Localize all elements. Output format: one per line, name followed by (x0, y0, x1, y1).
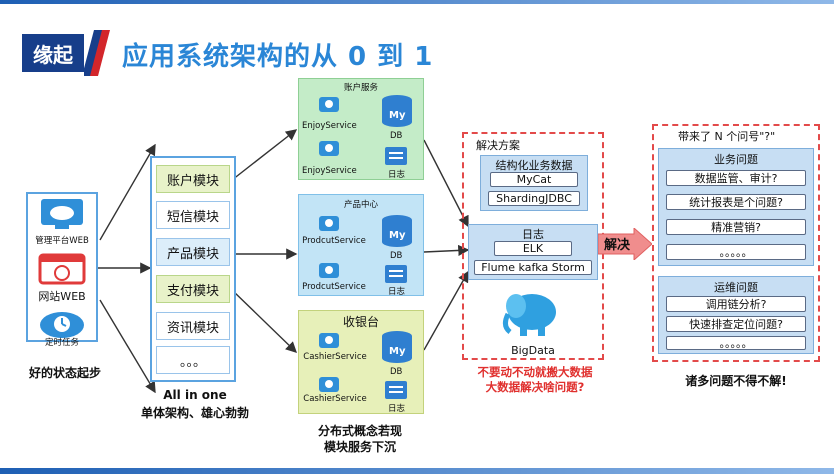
client-item-web: 网站WEB (38, 290, 86, 303)
cashier-svc-2: CashierService (303, 394, 367, 404)
client-caption: 好的状态起步 (28, 366, 101, 380)
ops-item-troubleshoot: 快速排查定位问题? (666, 316, 806, 332)
service-cube-icon (319, 263, 339, 278)
account-log-label: 日志 (388, 170, 406, 180)
service-cube-icon (319, 216, 339, 231)
module-more: 。。。 (156, 346, 230, 374)
flume-kafka-storm-pill: Flume kafka Storm (474, 260, 592, 275)
account-svc-2: EnjoyService (302, 166, 357, 176)
module-sms: 短信模块 (156, 201, 230, 229)
problems-caption: 诸多问题不得不解! (685, 374, 787, 388)
product-db-label: DB (390, 251, 403, 261)
svg-text:My: My (389, 230, 406, 241)
service-cube-icon (319, 141, 339, 156)
monolith-box (150, 156, 236, 382)
database-icon: My (382, 331, 412, 363)
solve-arrow-label: 解决 (604, 238, 631, 253)
solution-caption-2: 大数据解决啥问题? (485, 380, 585, 394)
product-service-title: 产品中心 (343, 200, 378, 210)
module-news: 资讯模块 (156, 312, 230, 340)
module-payment: 支付模块 (156, 275, 230, 303)
shardingjdbc-pill: ShardingJDBC (488, 191, 580, 206)
bottom-accent-line (0, 468, 834, 474)
log-document-icon (385, 265, 407, 283)
problems-panel (652, 124, 820, 362)
section-badge: 缘起 (22, 34, 84, 72)
product-log-label: 日志 (388, 287, 406, 297)
monolith-caption-cn: 单体架构、雄心勃勃 (140, 406, 249, 420)
log-solution-title: 日志 (522, 228, 544, 241)
product-svc-2: ProdcutService (302, 282, 366, 292)
client-item-admin: 管理平台WEB (35, 236, 89, 246)
account-svc-1: EnjoyService (302, 121, 357, 131)
business-item-report: 统计报表是个问题? (666, 194, 806, 210)
database-icon: My (382, 95, 412, 127)
product-svc-1: ProdcutService (302, 236, 366, 246)
log-document-icon (385, 381, 407, 399)
web-browser-icon (38, 253, 86, 285)
cashier-service-title: 收银台 (342, 315, 379, 329)
account-db-label: DB (390, 131, 403, 141)
solution-title: 解决方案 (476, 139, 520, 152)
svg-text:My: My (389, 346, 406, 357)
account-service-title: 账户服务 (343, 83, 378, 93)
clock-cloud-icon (40, 312, 84, 338)
services-caption-2: 模块服务下沉 (323, 440, 396, 454)
cashier-db-label: DB (390, 367, 403, 377)
module-product: 产品模块 (156, 238, 230, 266)
database-icon: My (382, 215, 412, 247)
monolith-caption-en: All in one (163, 388, 227, 402)
service-cube-icon (319, 333, 339, 348)
service-cube-icon (319, 377, 339, 392)
ops-item-more: 。。。。。 (666, 336, 806, 350)
business-item-audit: 数据监管、审计? (666, 170, 806, 186)
svg-text:My: My (389, 110, 406, 121)
solve-arrow (598, 228, 652, 260)
badge-slash-decoration (84, 30, 110, 76)
business-item-more: 。。。。。 (666, 244, 806, 260)
ops-problems-title: 运维问题 (714, 281, 758, 294)
service-cube-icon (319, 97, 339, 112)
structured-data-title: 结构化业务数据 (495, 159, 573, 172)
elk-pill: ELK (494, 241, 572, 256)
ops-item-tracing: 调用链分析? (666, 296, 806, 312)
cashier-log-label: 日志 (388, 404, 406, 414)
services-caption-1: 分布式概念若现 (317, 424, 402, 438)
page-title: 应用系统架构的从 0 到 1 (122, 42, 434, 72)
client-item-cron: 定时任务 (44, 338, 79, 348)
cashier-svc-1: CashierService (303, 352, 367, 362)
business-item-marketing: 精准营销? (666, 219, 806, 235)
bigdata-label: BigData (511, 344, 555, 357)
module-account: 账户模块 (156, 165, 230, 193)
cloud-monitor-icon (41, 199, 83, 229)
problems-title: 带来了 N 个问号"?" (678, 130, 776, 143)
mycat-pill: MyCat (490, 172, 578, 187)
business-problems-title: 业务问题 (714, 153, 758, 166)
top-accent-line (0, 0, 834, 4)
solution-caption-1: 不要动不动就搬大数据 (477, 365, 593, 379)
elephant-icon (502, 294, 556, 336)
log-document-icon (385, 147, 407, 165)
